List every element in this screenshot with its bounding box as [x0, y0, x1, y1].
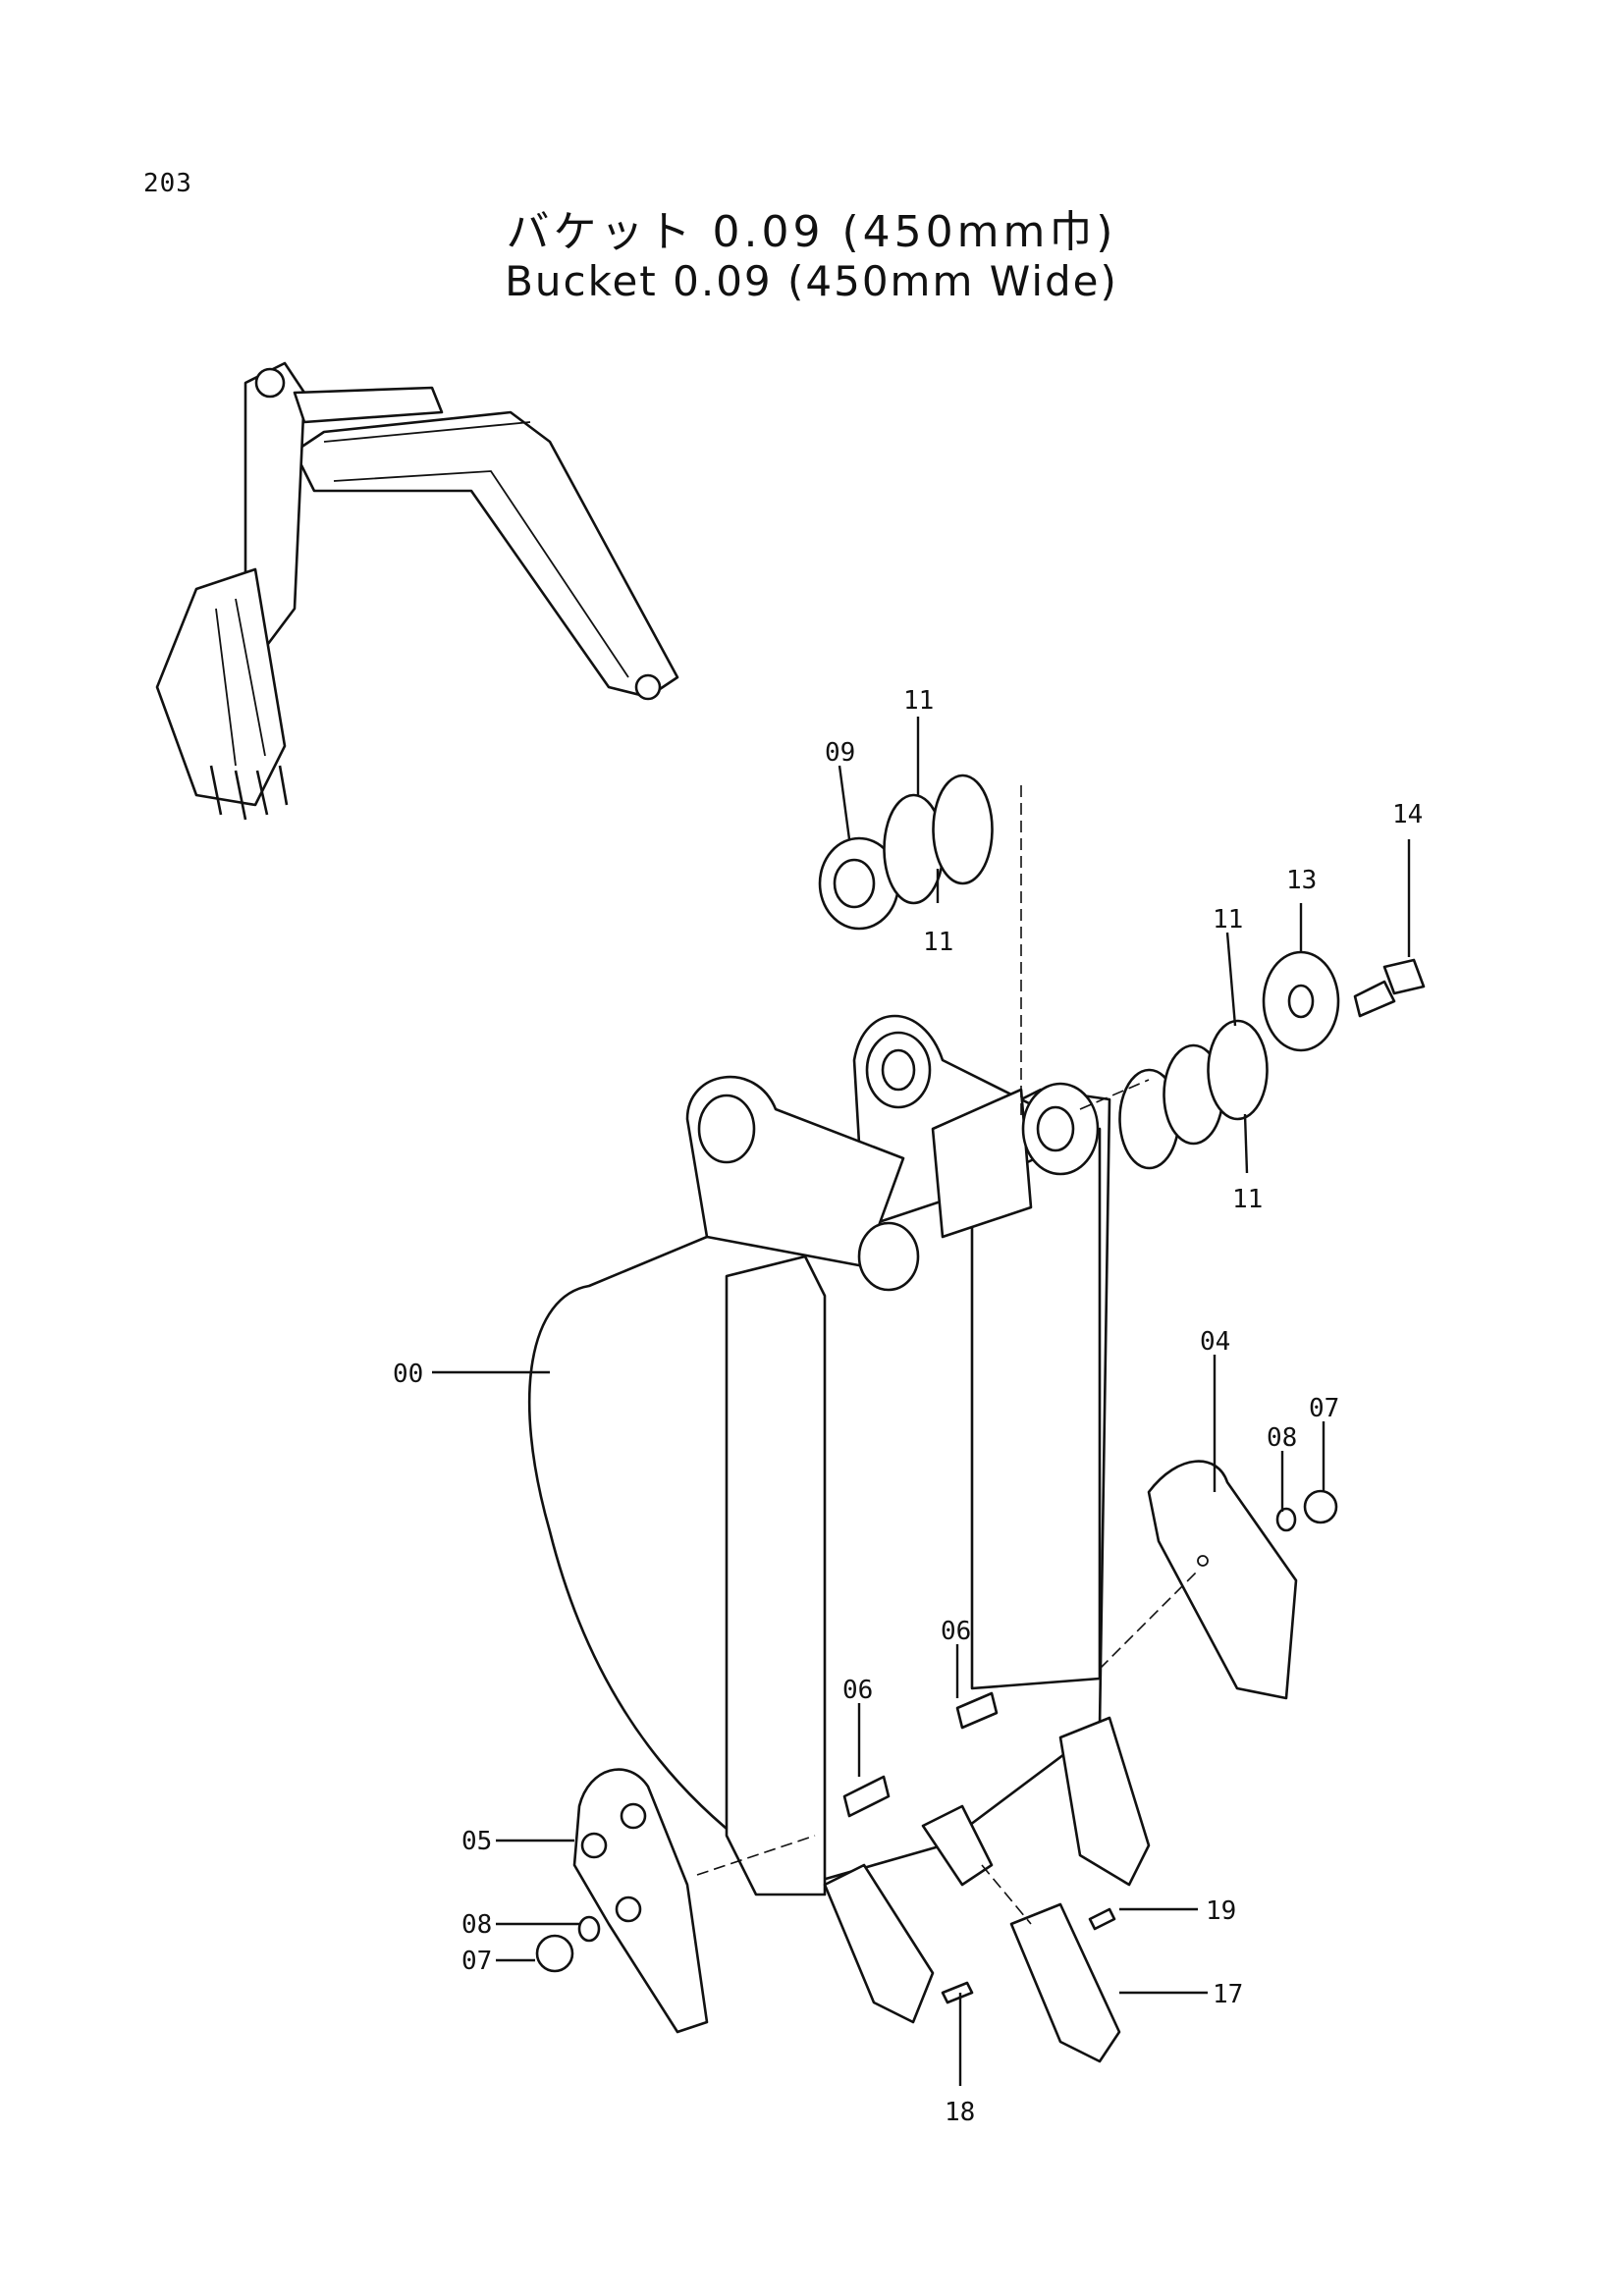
- callout-11-lower-top: 11: [1213, 905, 1243, 934]
- pins-18-19: [941, 1907, 1116, 2004]
- excavator-arm-overview-illustration: [155, 361, 679, 821]
- callout-11-upper-bottom: 11: [923, 928, 953, 957]
- callout-13: 13: [1286, 866, 1317, 895]
- page-title-english: Bucket 0.09 (450mm Wide): [505, 257, 1118, 305]
- callout-09: 09: [825, 738, 855, 768]
- callout-14: 14: [1392, 800, 1423, 829]
- washers-08: [577, 1507, 1297, 1943]
- callout-08-right: 08: [1267, 1423, 1297, 1453]
- plate-13: [1262, 950, 1340, 1052]
- bolts-06: [842, 1691, 999, 1818]
- callout-11-lower-bottom: 11: [1232, 1185, 1263, 1214]
- callout-00: 00: [393, 1360, 423, 1389]
- callout-18: 18: [945, 2098, 975, 2127]
- callout-08-left: 08: [461, 1910, 492, 1940]
- page-number: 203: [143, 169, 192, 198]
- page-title-japanese: バケット 0.09 (450mm巾): [506, 207, 1117, 257]
- shims-11-upper: [883, 774, 994, 905]
- callout-07-right: 07: [1309, 1394, 1339, 1423]
- bucket-body-00: [527, 1014, 1111, 1896]
- callout-17: 17: [1213, 1980, 1243, 2009]
- nuts-07: [535, 1489, 1338, 1973]
- callout-labels: 00 04 05 06 06 07 07 08 08 09 11 11 11 1…: [393, 686, 1423, 2127]
- callout-leaders: [432, 717, 1411, 2086]
- callout-19: 19: [1206, 1896, 1236, 1926]
- side-cutter-05: [572, 1768, 709, 2034]
- assembly-lines: [696, 785, 1199, 1925]
- callout-06-right: 06: [941, 1617, 971, 1646]
- callout-04: 04: [1200, 1327, 1230, 1357]
- callout-06-left: 06: [842, 1676, 873, 1705]
- shims-11-lower: [1118, 1019, 1269, 1170]
- side-cutter-04: [1147, 1460, 1298, 1700]
- bucket-teeth-17: [823, 1716, 1151, 2063]
- callout-07-left: 07: [461, 1947, 492, 1976]
- callout-05: 05: [461, 1827, 492, 1856]
- callout-11-upper-top: 11: [903, 686, 934, 716]
- bolt-14: [1353, 958, 1426, 1018]
